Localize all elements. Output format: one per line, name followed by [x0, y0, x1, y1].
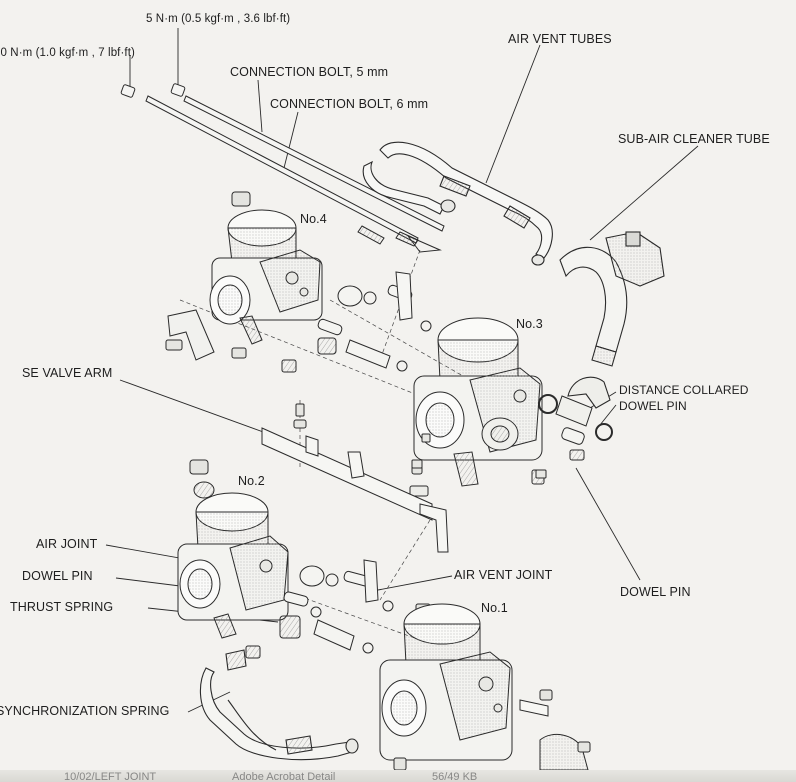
dowel-pin-right-label: DOWEL PIN [620, 585, 691, 599]
carburetor-no4 [209, 191, 323, 345]
footer-strip [0, 770, 796, 782]
sub-air-cleaner-tube-label: SUB-AIR CLEANER TUBE [618, 132, 770, 146]
air-vent-tubes [362, 141, 553, 266]
thrust-spring-label: THRUST SPRING [10, 600, 114, 614]
footer-text-left: 10/02/LEFT JOINT [64, 771, 157, 782]
bracket-no4 [165, 309, 247, 361]
air-joint-label: AIR JOINT [36, 537, 98, 551]
air-vent-joint-label: AIR VENT JOINT [454, 568, 553, 582]
joint-parts-upper [281, 271, 432, 373]
air-vent-tubes-label: AIR VENT TUBES [508, 32, 612, 46]
connection-bolts [120, 83, 445, 253]
connection-bolt-6mm-label: CONNECTION BOLT, 6 mm [270, 97, 429, 111]
se-valve-arm-label: SE VALVE ARM [22, 366, 113, 380]
footer-text-right: 56/49 KB [432, 771, 478, 782]
distance-collared-label-line1: DISTANCE COLLARED [619, 383, 749, 397]
carburetor-no3 [413, 317, 543, 487]
carburetor-no4-label: No.4 [300, 212, 327, 226]
sub-air-cleaner-tube [559, 231, 665, 409]
leader-lines [105, 28, 699, 713]
carburetor-no3-label: No.3 [516, 317, 543, 331]
connection-bolt-5mm-label: CONNECTION BOLT, 5 mm [230, 65, 389, 79]
distance-collared-label-line2: DOWEL PIN [619, 399, 687, 413]
se-valve-arm [261, 403, 449, 553]
carburetor-no2-label: No.2 [238, 474, 265, 488]
synchronization-spring-label: SYNCHRONIZATION SPRING [0, 704, 170, 718]
torque-label-5nm: 5 N·m (0.5 kgf·m , 3.6 lbf·ft) [146, 13, 291, 25]
torque-label-10nm: 10 N·m (1.0 kgf·m , 7 lbf·ft) [0, 47, 135, 59]
carburetor-no1 [379, 603, 591, 771]
carburetor-no2 [177, 459, 289, 639]
lower-air-joint-tubing [199, 649, 359, 761]
footer-text-middle: Adobe Acrobat Detail [232, 771, 336, 782]
joint-parts-lower [245, 559, 431, 659]
carburetor-no1-label: No.1 [481, 601, 508, 615]
dowel-pin-left-label: DOWEL PIN [22, 569, 93, 583]
fasteners [411, 433, 547, 479]
distance-collared-dowel-pin-parts [409, 394, 613, 497]
